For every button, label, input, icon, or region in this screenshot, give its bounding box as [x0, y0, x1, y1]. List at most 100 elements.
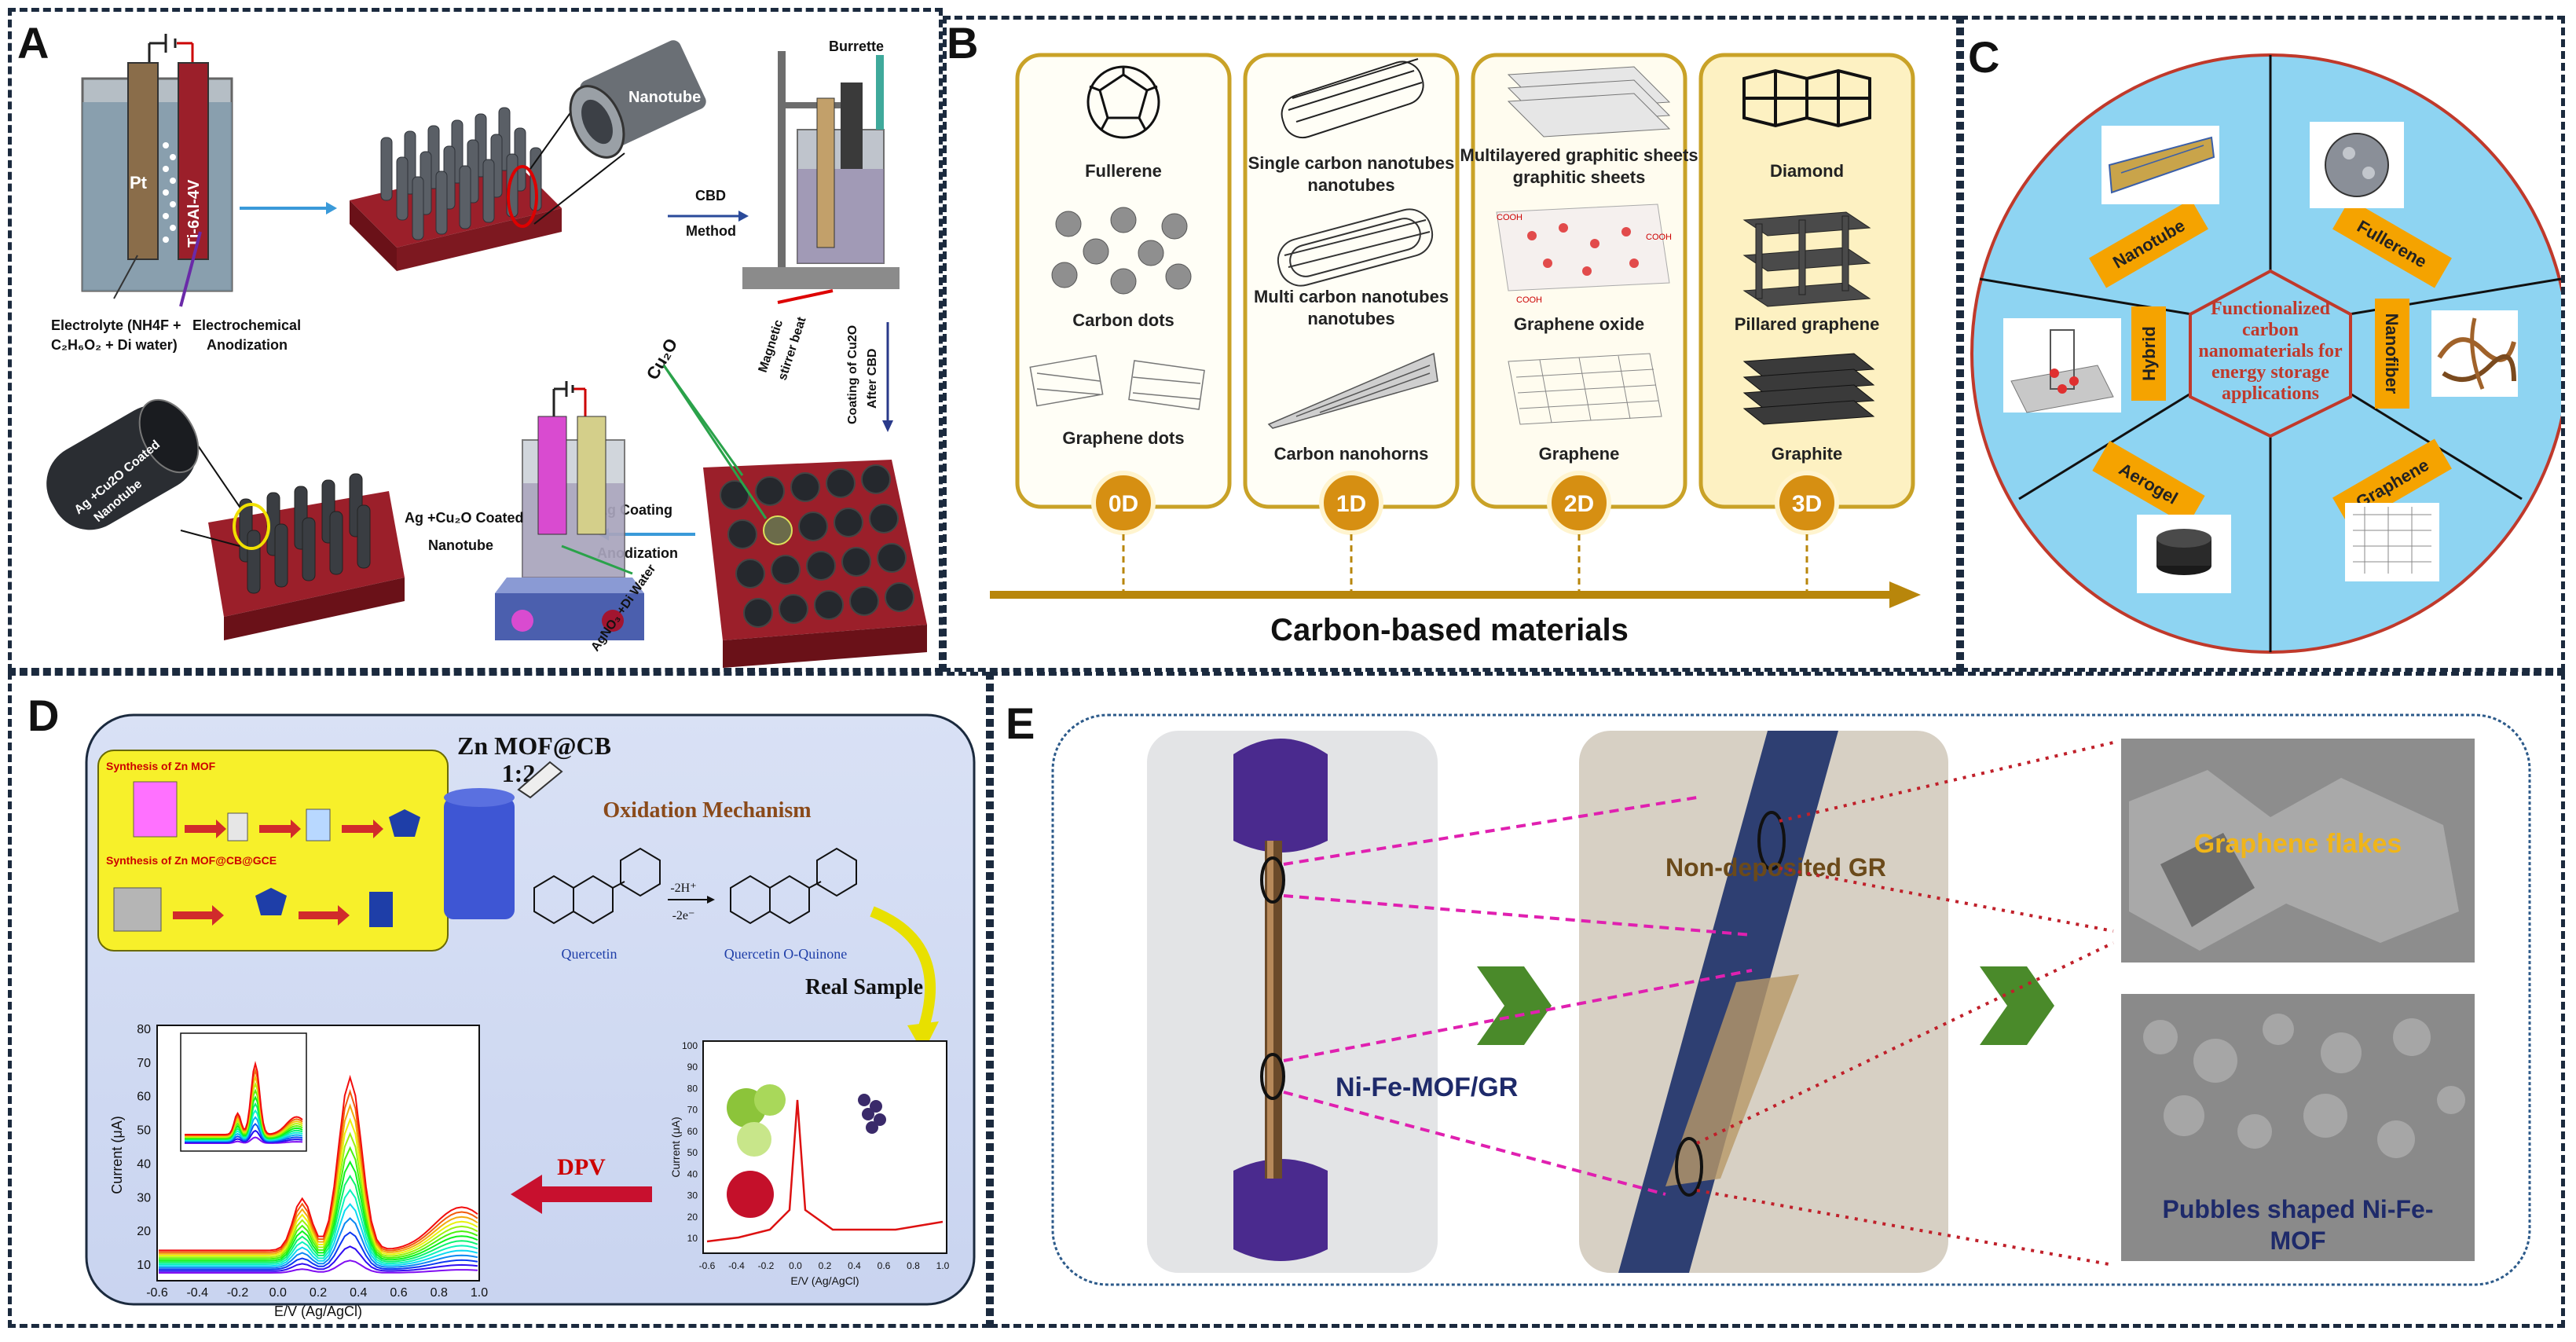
electrochemical-label-2: Anodization: [207, 337, 288, 353]
panel-b-diagram: Fullerene Carbon dots Graphene dots Sing…: [990, 53, 1921, 647]
dpv-sample-ytick-7: 30: [687, 1190, 698, 1201]
dpv-sample-ytick-6: 40: [687, 1168, 698, 1179]
ag-coating-cell: AgNO₃ +Di Water: [495, 381, 658, 654]
graphite-icon: [1742, 353, 1875, 425]
item-2d-2: Graphene: [1539, 444, 1620, 464]
pubbles-label-2: MOF: [2270, 1226, 2325, 1255]
dpv-main-xtick-2: -0.2: [227, 1286, 249, 1300]
panel-a-diagram: Pt Ti-6Al-4V Electrolyte (NH4F + C₂H₆O₂ …: [46, 34, 927, 668]
dpv-main-xtick-8: 1.0: [471, 1286, 488, 1300]
fruit-icons: [727, 1084, 886, 1218]
center-line-5: applications: [2222, 383, 2319, 404]
synthesis-inset: Synthesis of Zn MOF Synthesis of Zn MOF@…: [97, 750, 449, 952]
panel-d-label: D: [27, 691, 60, 740]
dmain-curves-curve-8: [159, 1146, 478, 1260]
item-2d-1: Graphene oxide: [1514, 314, 1644, 334]
dpv-main-xtick-5: 0.4: [350, 1286, 367, 1300]
step-label-2: -2e⁻: [672, 909, 695, 922]
panel-c-diagram: Functionalized carbon nanomaterials for …: [1970, 53, 2561, 654]
card-3d: [1698, 53, 1915, 509]
dpv-main-ytick-3: 50: [137, 1124, 151, 1138]
item-1d-1b: nanotubes: [1307, 309, 1394, 328]
timeline-arrow: [990, 581, 1921, 608]
dpv-main-xtick-1: -0.4: [186, 1286, 208, 1300]
burrette-label: Burrette: [829, 38, 884, 54]
dpv-sample-xtick-1: -0.4: [728, 1260, 745, 1271]
dpv-sample-ytick-5: 50: [687, 1147, 698, 1158]
zn-mof-title: Zn MOF@CB: [457, 732, 611, 760]
dpv-main-xtick-0: -0.6: [146, 1286, 168, 1300]
ti-label: Ti-6Al-4V: [185, 179, 203, 248]
item-1d-2: Carbon nanohorns: [1274, 444, 1429, 464]
anodization-cell: Pt Ti-6Al-4V Electrolyte (NH4F + C₂H₆O₂ …: [51, 34, 301, 353]
dpv-sample-ytick-4: 60: [687, 1126, 698, 1137]
graphene-oxide-icon: COOH COOH COOH: [1496, 204, 1672, 305]
tag-hybrid: Hybrid: [2131, 306, 2166, 401]
dmain-curves-curve-11: [159, 1103, 478, 1255]
center-hexagon: [2189, 269, 2352, 438]
synthesis-label-1: Synthesis of Zn MOF: [106, 760, 216, 772]
panel-d-diagram: Synthesis of Zn MOF Synthesis of Zn MOF@…: [85, 713, 976, 1319]
quinone-structure: [730, 847, 857, 925]
nanotube-array: Nanotube: [350, 40, 706, 271]
multi-nanotube-icon: [1277, 208, 1434, 287]
svg-text:Hybrid: Hybrid: [2139, 326, 2159, 381]
chevron-arrow-1: [1477, 966, 1552, 1045]
item-1d-0b: nanotubes: [1307, 175, 1394, 195]
dinset-curves-curve-11: [185, 1061, 303, 1135]
pubbles-label-1: Pubbles shaped Ni-Fe-: [2163, 1195, 2434, 1223]
nanohorn-icon: [1267, 352, 1438, 429]
electrochemical-label-1: Electrochemical: [192, 317, 301, 333]
nifemof-label: Ni-Fe-MOF/GR: [1336, 1072, 1518, 1102]
dmain-curves-curve-0: [159, 1260, 478, 1274]
item-0d-1: Carbon dots: [1072, 310, 1174, 330]
badge-0d: 0D: [1091, 471, 1156, 535]
nanotube-label: Nanotube: [628, 89, 701, 106]
dmain-curves-curve-4: [159, 1203, 478, 1267]
dpv-main-ytick-5: 30: [137, 1191, 151, 1204]
dpv-main-ytick-2: 60: [137, 1091, 151, 1104]
ag-cu2o-array: Ag +Cu2O Coated Nanotube: [46, 398, 405, 640]
dpv-sample-ytick-3: 70: [687, 1105, 698, 1116]
real-sample-label: Real Sample: [805, 975, 923, 999]
panel-a-label: A: [17, 18, 49, 68]
tag-nanofiber: Nanofiber: [2375, 299, 2409, 409]
badge-1d: 1D: [1319, 471, 1383, 535]
cbd-apparatus: Burrette Magnetic stirrer beat: [742, 38, 900, 382]
fullerene-icon: [1086, 65, 1160, 139]
dpv-sample-xtick-3: 0.0: [789, 1260, 802, 1271]
panel-b-title: Carbon-based materials: [1270, 613, 1629, 647]
quercetin-label: Quercetin: [562, 946, 617, 962]
cbd-label-2: Method: [686, 223, 736, 239]
panel-e-diagram: Ni-Fe-MOF/GR Non-deposited GR Graphene f…: [1051, 713, 2531, 1286]
dpv-sample-xtick-5: 0.4: [848, 1260, 861, 1271]
badge-3d: 3D: [1775, 471, 1839, 535]
dpv-main-ytick-1: 70: [137, 1057, 151, 1070]
panel-a: [8, 8, 943, 672]
dpv-sample-xtick-6: 0.6: [878, 1260, 891, 1271]
graphene-image: [2345, 503, 2439, 581]
electrolyte-label-2: C₂H₆O₂ + Di water): [51, 337, 178, 353]
item-1d-0: Single carbon nanotubes: [1248, 153, 1455, 173]
cooh-label-1: COOH: [1497, 213, 1523, 222]
graphene-dots-icon: [1029, 354, 1205, 410]
pillared-graphene-icon: [1742, 211, 1871, 307]
item-3d-2: Graphite: [1772, 444, 1842, 464]
dmain-curves-curve-5: [159, 1188, 478, 1265]
item-2d-0: Multilayered graphitic sheets: [1460, 145, 1698, 165]
sem-nifemof: Pubbles shaped Ni-Fe- MOF: [2121, 994, 2475, 1261]
multilayer-sheets-icon: [1507, 66, 1671, 138]
item-0d-0: Fullerene: [1085, 161, 1162, 181]
dpv-main-ylabel: Current (μA): [109, 1116, 125, 1194]
electrode-photo: Ni-Fe-MOF/GR: [1147, 731, 1518, 1273]
panel-e: [990, 672, 2565, 1328]
center-line-3: nanomaterials for: [2198, 341, 2343, 361]
dpv-label: DPV: [557, 1154, 606, 1180]
single-nanotube-icon: [1281, 58, 1424, 139]
fullerene-image: [2310, 122, 2404, 208]
coating-label-2: After CBD: [866, 349, 879, 409]
svg-text:1D: 1D: [1336, 491, 1366, 517]
ag-coated-label-1: Ag +Cu₂O Coated: [405, 510, 524, 526]
